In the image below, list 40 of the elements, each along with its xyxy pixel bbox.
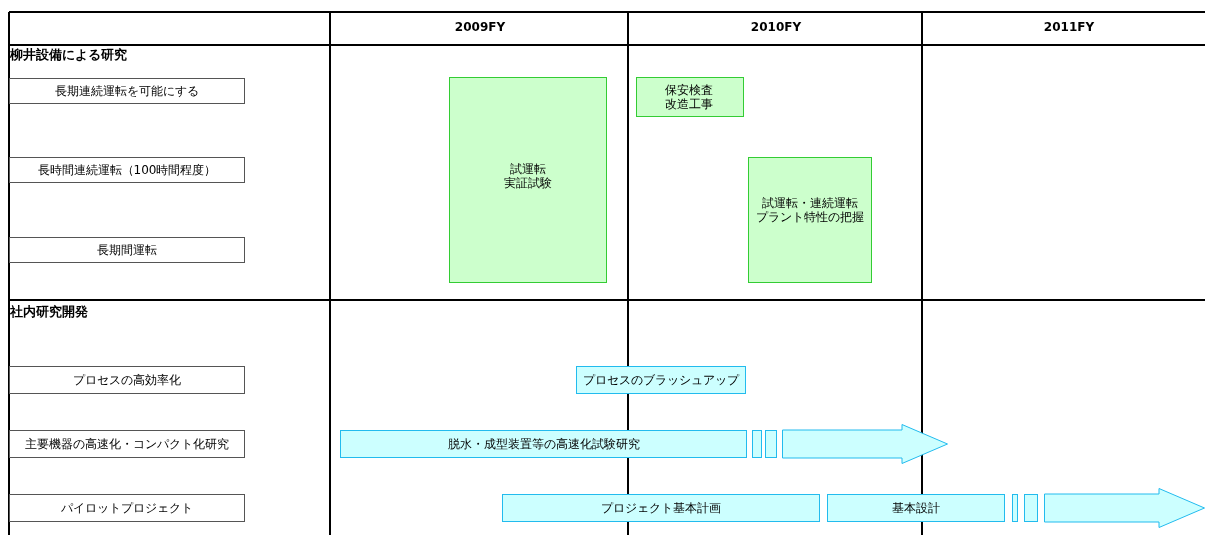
block-arrow bbox=[1044, 488, 1205, 528]
task-text: プラント特性の把握 bbox=[756, 210, 864, 225]
year-header: 2010FY bbox=[750, 20, 802, 34]
task-bar bbox=[340, 430, 747, 458]
task-text: プロセスのブラッシュアップ bbox=[583, 372, 739, 388]
row-label-box bbox=[9, 78, 245, 104]
task-bar bbox=[502, 494, 820, 522]
task-text: プロジェクト基本計画 bbox=[601, 500, 721, 516]
task-box bbox=[636, 77, 744, 117]
task-text: 保安検査 bbox=[665, 82, 713, 97]
year-header: 2011FY bbox=[1043, 20, 1095, 34]
task-text: 長時間連続運転（100時間程度） bbox=[37, 162, 217, 178]
task-text: 長期間運転 bbox=[97, 242, 157, 258]
task-text: 実証試験 bbox=[504, 176, 552, 191]
task-text: 長期連続運転を可能にする bbox=[55, 83, 199, 99]
section-heading: 柳井設備による研究 bbox=[10, 46, 127, 64]
row-label-box bbox=[9, 366, 245, 394]
bar-segment bbox=[1012, 494, 1018, 522]
row-label-box bbox=[9, 157, 245, 183]
bar-segment bbox=[752, 430, 762, 458]
task-text: パイロットプロジェクト bbox=[61, 500, 193, 516]
task-text: プロセスの高効率化 bbox=[73, 372, 181, 388]
task-box bbox=[449, 77, 607, 283]
bar-segment bbox=[1024, 494, 1038, 522]
row-label-box bbox=[9, 430, 245, 458]
task-text: 改造工事 bbox=[665, 97, 713, 112]
section-heading: 社内研究開発 bbox=[10, 303, 88, 321]
task-box bbox=[748, 157, 872, 283]
row-label-box bbox=[9, 494, 245, 522]
block-arrow bbox=[782, 424, 948, 464]
task-text: 主要機器の高速化・コンパクト化研究 bbox=[25, 436, 229, 452]
task-bar bbox=[576, 366, 746, 394]
bar-segment bbox=[765, 430, 777, 458]
task-text: 試運転・連続運転 bbox=[762, 196, 858, 211]
year-header: 2009FY bbox=[454, 20, 506, 34]
task-text: 脱水・成型装置等の高速化試験研究 bbox=[447, 436, 640, 452]
task-bar bbox=[827, 494, 1005, 522]
row-label-box bbox=[9, 237, 245, 263]
task-text: 基本設計 bbox=[892, 500, 940, 516]
task-text: 試運転 bbox=[510, 162, 546, 177]
